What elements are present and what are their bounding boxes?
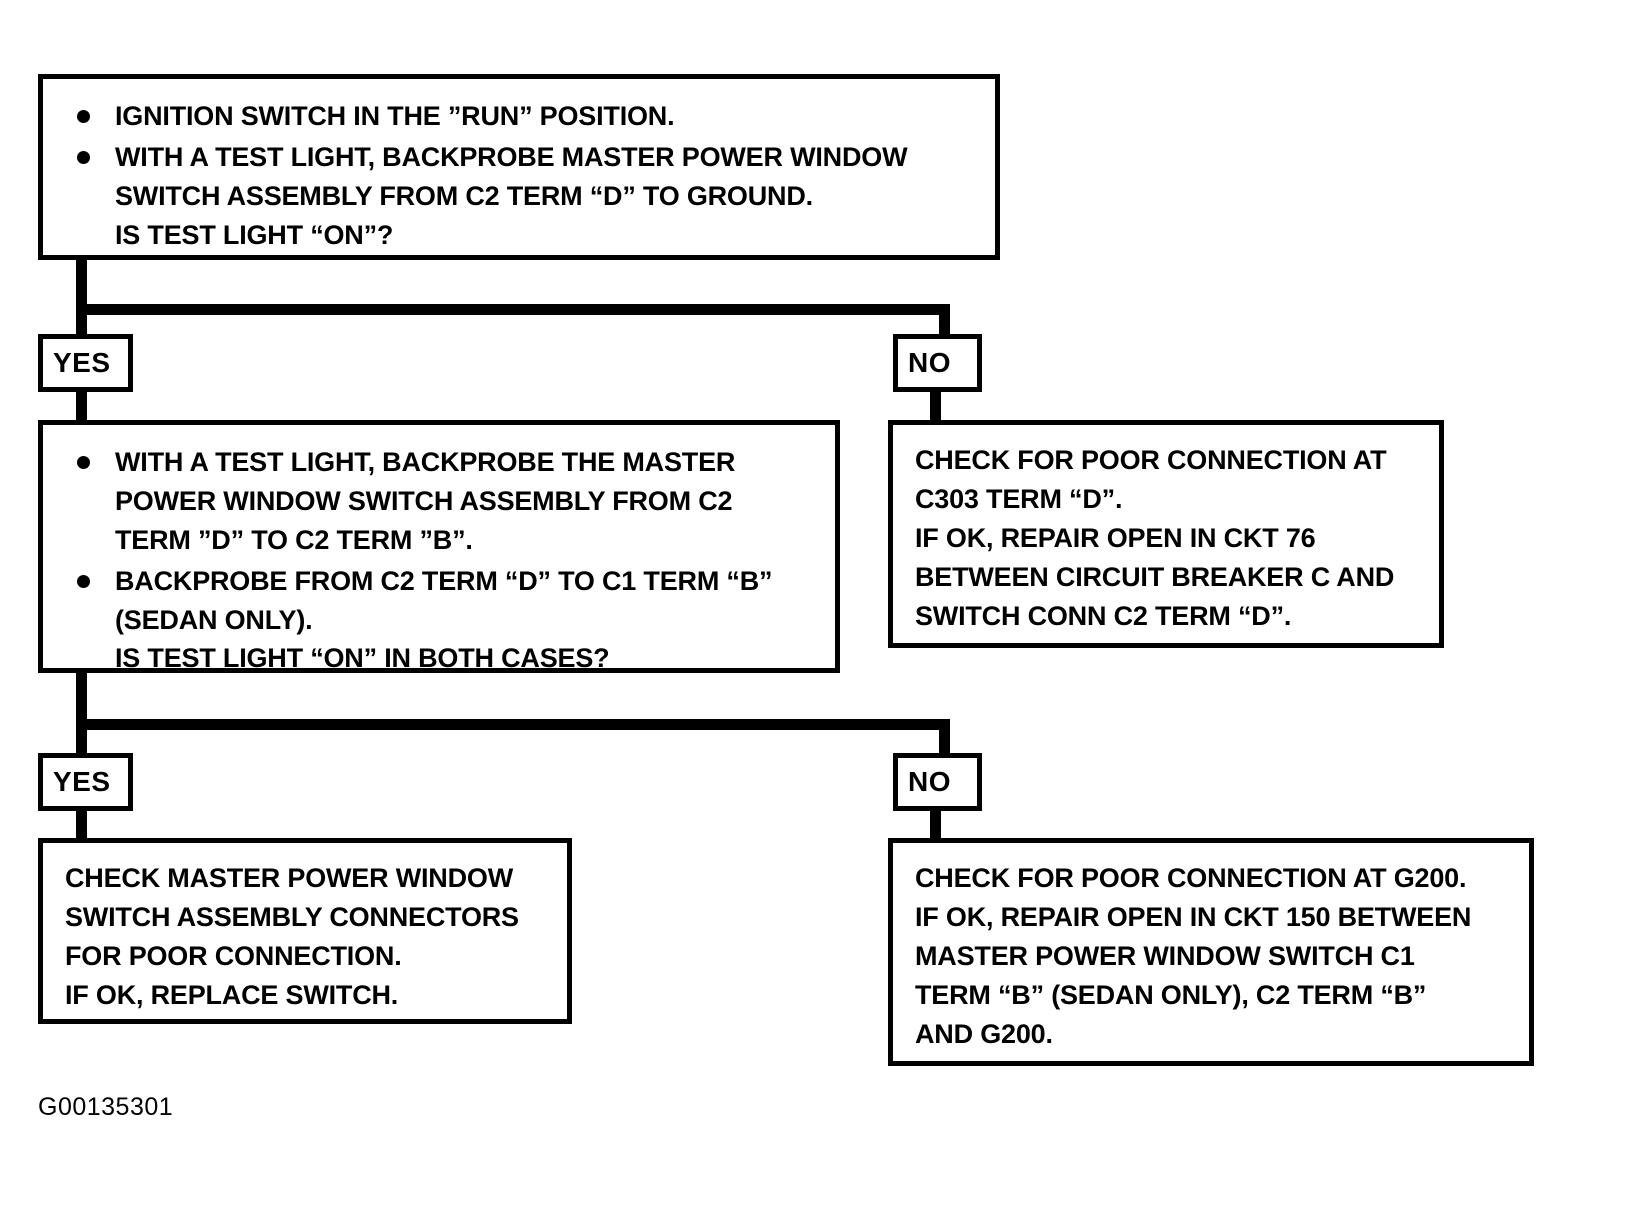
result-box-no-1-body: CHECK FOR POOR CONNECTION AT C303 TERM “… bbox=[893, 425, 1439, 647]
connector-yes1-to-step2 bbox=[76, 392, 87, 422]
bullet-item: WITH A TEST LIGHT, BACKPROBE THE MASTER … bbox=[57, 443, 821, 560]
branch-tag-yes-2: YES bbox=[38, 753, 133, 811]
bullet-line: POWER WINDOW SWITCH ASSEMBLY FROM C2 bbox=[115, 485, 733, 516]
result-box-no-1: CHECK FOR POOR CONNECTION AT C303 TERM “… bbox=[888, 420, 1444, 648]
question-box-step-2-body: WITH A TEST LIGHT, BACKPROBE THE MASTER … bbox=[43, 425, 835, 694]
result-line: TERM “B” (SEDAN ONLY), C2 TERM “B” bbox=[915, 979, 1427, 1010]
result-line: CHECK MASTER POWER WINDOW bbox=[65, 863, 513, 893]
connector-no2-to-result bbox=[930, 811, 941, 840]
question-box-step-2: WITH A TEST LIGHT, BACKPROBE THE MASTER … bbox=[38, 420, 840, 673]
result-line: IF OK, REPAIR OPEN IN CKT 150 BETWEEN bbox=[915, 901, 1472, 932]
branch-tag-label: YES bbox=[53, 347, 111, 378]
bullet-line: WITH A TEST LIGHT, BACKPROBE THE MASTER bbox=[115, 447, 736, 477]
bullet-line: (SEDAN ONLY). bbox=[115, 604, 313, 635]
connector-yes2-to-result bbox=[76, 811, 87, 840]
figure-id-caption: G00135301 bbox=[38, 1093, 174, 1121]
branch-tag-no-2: NO bbox=[893, 753, 982, 811]
branch-tag-label: YES bbox=[53, 766, 111, 797]
result-box-yes-final-body: CHECK MASTER POWER WINDOW SWITCH ASSEMBL… bbox=[43, 843, 567, 1027]
bullet-item: BACKPROBE FROM C2 TERM “D” TO C1 TERM “B… bbox=[57, 562, 821, 679]
bullet-line: BACKPROBE FROM C2 TERM “D” TO C1 TERM “B… bbox=[115, 565, 773, 596]
bullet-line: IS TEST LIGHT “ON”? bbox=[115, 219, 394, 250]
result-line: FOR POOR CONNECTION. bbox=[65, 940, 402, 971]
connector-step1-bar bbox=[76, 304, 950, 315]
result-box-yes-final: CHECK MASTER POWER WINDOW SWITCH ASSEMBL… bbox=[38, 838, 572, 1024]
result-line: CHECK FOR POOR CONNECTION AT G200. bbox=[915, 863, 1467, 893]
connector-step2-no-drop bbox=[939, 719, 950, 757]
result-line: SWITCH ASSEMBLY CONNECTORS bbox=[65, 901, 519, 932]
result-box-no-2: CHECK FOR POOR CONNECTION AT G200. IF OK… bbox=[888, 838, 1534, 1066]
bullet-item: WITH A TEST LIGHT, BACKPROBE MASTER POWE… bbox=[57, 138, 981, 255]
question-box-step-1-bullets: IGNITION SWITCH IN THE ”RUN” POSITION. W… bbox=[57, 97, 981, 255]
result-line: SWITCH CONN C2 TERM “D”. bbox=[915, 600, 1292, 631]
result-line: C303 TERM “D”. bbox=[915, 483, 1123, 514]
bullet-line: SWITCH ASSEMBLY FROM C2 TERM “D” TO GROU… bbox=[115, 180, 813, 211]
result-line: CHECK FOR POOR CONNECTION AT bbox=[915, 445, 1387, 475]
result-line: BETWEEN CIRCUIT BREAKER C AND bbox=[915, 561, 1395, 592]
connector-step2-stem bbox=[76, 673, 87, 761]
bullet-line: WITH A TEST LIGHT, BACKPROBE MASTER POWE… bbox=[115, 141, 908, 172]
bullet-line: TERM ”D” TO C2 TERM ”B”. bbox=[115, 524, 473, 555]
result-line: IF OK, REPLACE SWITCH. bbox=[65, 979, 399, 1010]
result-line: AND G200. bbox=[915, 1018, 1053, 1049]
connector-step1-no-drop bbox=[939, 304, 950, 340]
bullet-line: IGNITION SWITCH IN THE ”RUN” POSITION. bbox=[115, 101, 675, 131]
connector-step2-bar bbox=[76, 719, 950, 730]
branch-tag-label: NO bbox=[908, 766, 951, 797]
branch-tag-yes-1: YES bbox=[38, 334, 133, 392]
connector-no1-to-result bbox=[930, 392, 941, 422]
result-box-no-2-body: CHECK FOR POOR CONNECTION AT G200. IF OK… bbox=[893, 843, 1529, 1065]
question-box-step-2-bullets: WITH A TEST LIGHT, BACKPROBE THE MASTER … bbox=[57, 443, 821, 678]
result-line: IF OK, REPAIR OPEN IN CKT 76 bbox=[915, 522, 1316, 553]
question-box-step-1: IGNITION SWITCH IN THE ”RUN” POSITION. W… bbox=[38, 74, 1000, 260]
result-line: MASTER POWER WINDOW SWITCH C1 bbox=[915, 940, 1415, 971]
bullet-item: IGNITION SWITCH IN THE ”RUN” POSITION. bbox=[57, 97, 981, 136]
bullet-line: IS TEST LIGHT “ON” IN BOTH CASES? bbox=[115, 643, 610, 674]
connector-step1-stem bbox=[76, 260, 87, 340]
branch-tag-label: NO bbox=[908, 347, 951, 378]
question-box-step-1-body: IGNITION SWITCH IN THE ”RUN” POSITION. W… bbox=[43, 79, 995, 271]
branch-tag-no-1: NO bbox=[893, 334, 982, 392]
